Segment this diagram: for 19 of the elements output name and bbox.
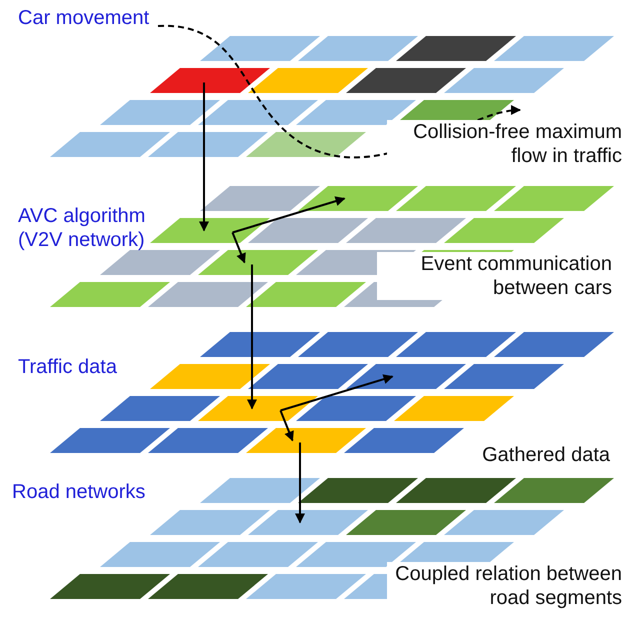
arrow bbox=[199, 82, 209, 232]
road-tile bbox=[346, 364, 466, 389]
arrow bbox=[280, 374, 394, 412]
road-tile bbox=[150, 218, 270, 243]
layer-label: Car movement bbox=[18, 6, 150, 30]
road-tile bbox=[246, 428, 366, 453]
road-tile bbox=[298, 186, 418, 211]
road-tile bbox=[150, 68, 270, 93]
road-tile bbox=[198, 396, 318, 421]
road-tile bbox=[248, 510, 368, 535]
arrow bbox=[295, 442, 305, 524]
arrow bbox=[232, 196, 346, 234]
arrow bbox=[232, 232, 246, 264]
layer-label: AVC algorithm (V2V network) bbox=[18, 204, 146, 252]
layer-label: Road networks bbox=[12, 480, 146, 504]
road-tile bbox=[198, 250, 318, 275]
arrow bbox=[247, 264, 257, 410]
layer-label: Traffic data bbox=[18, 355, 117, 379]
arrow bbox=[280, 410, 294, 442]
